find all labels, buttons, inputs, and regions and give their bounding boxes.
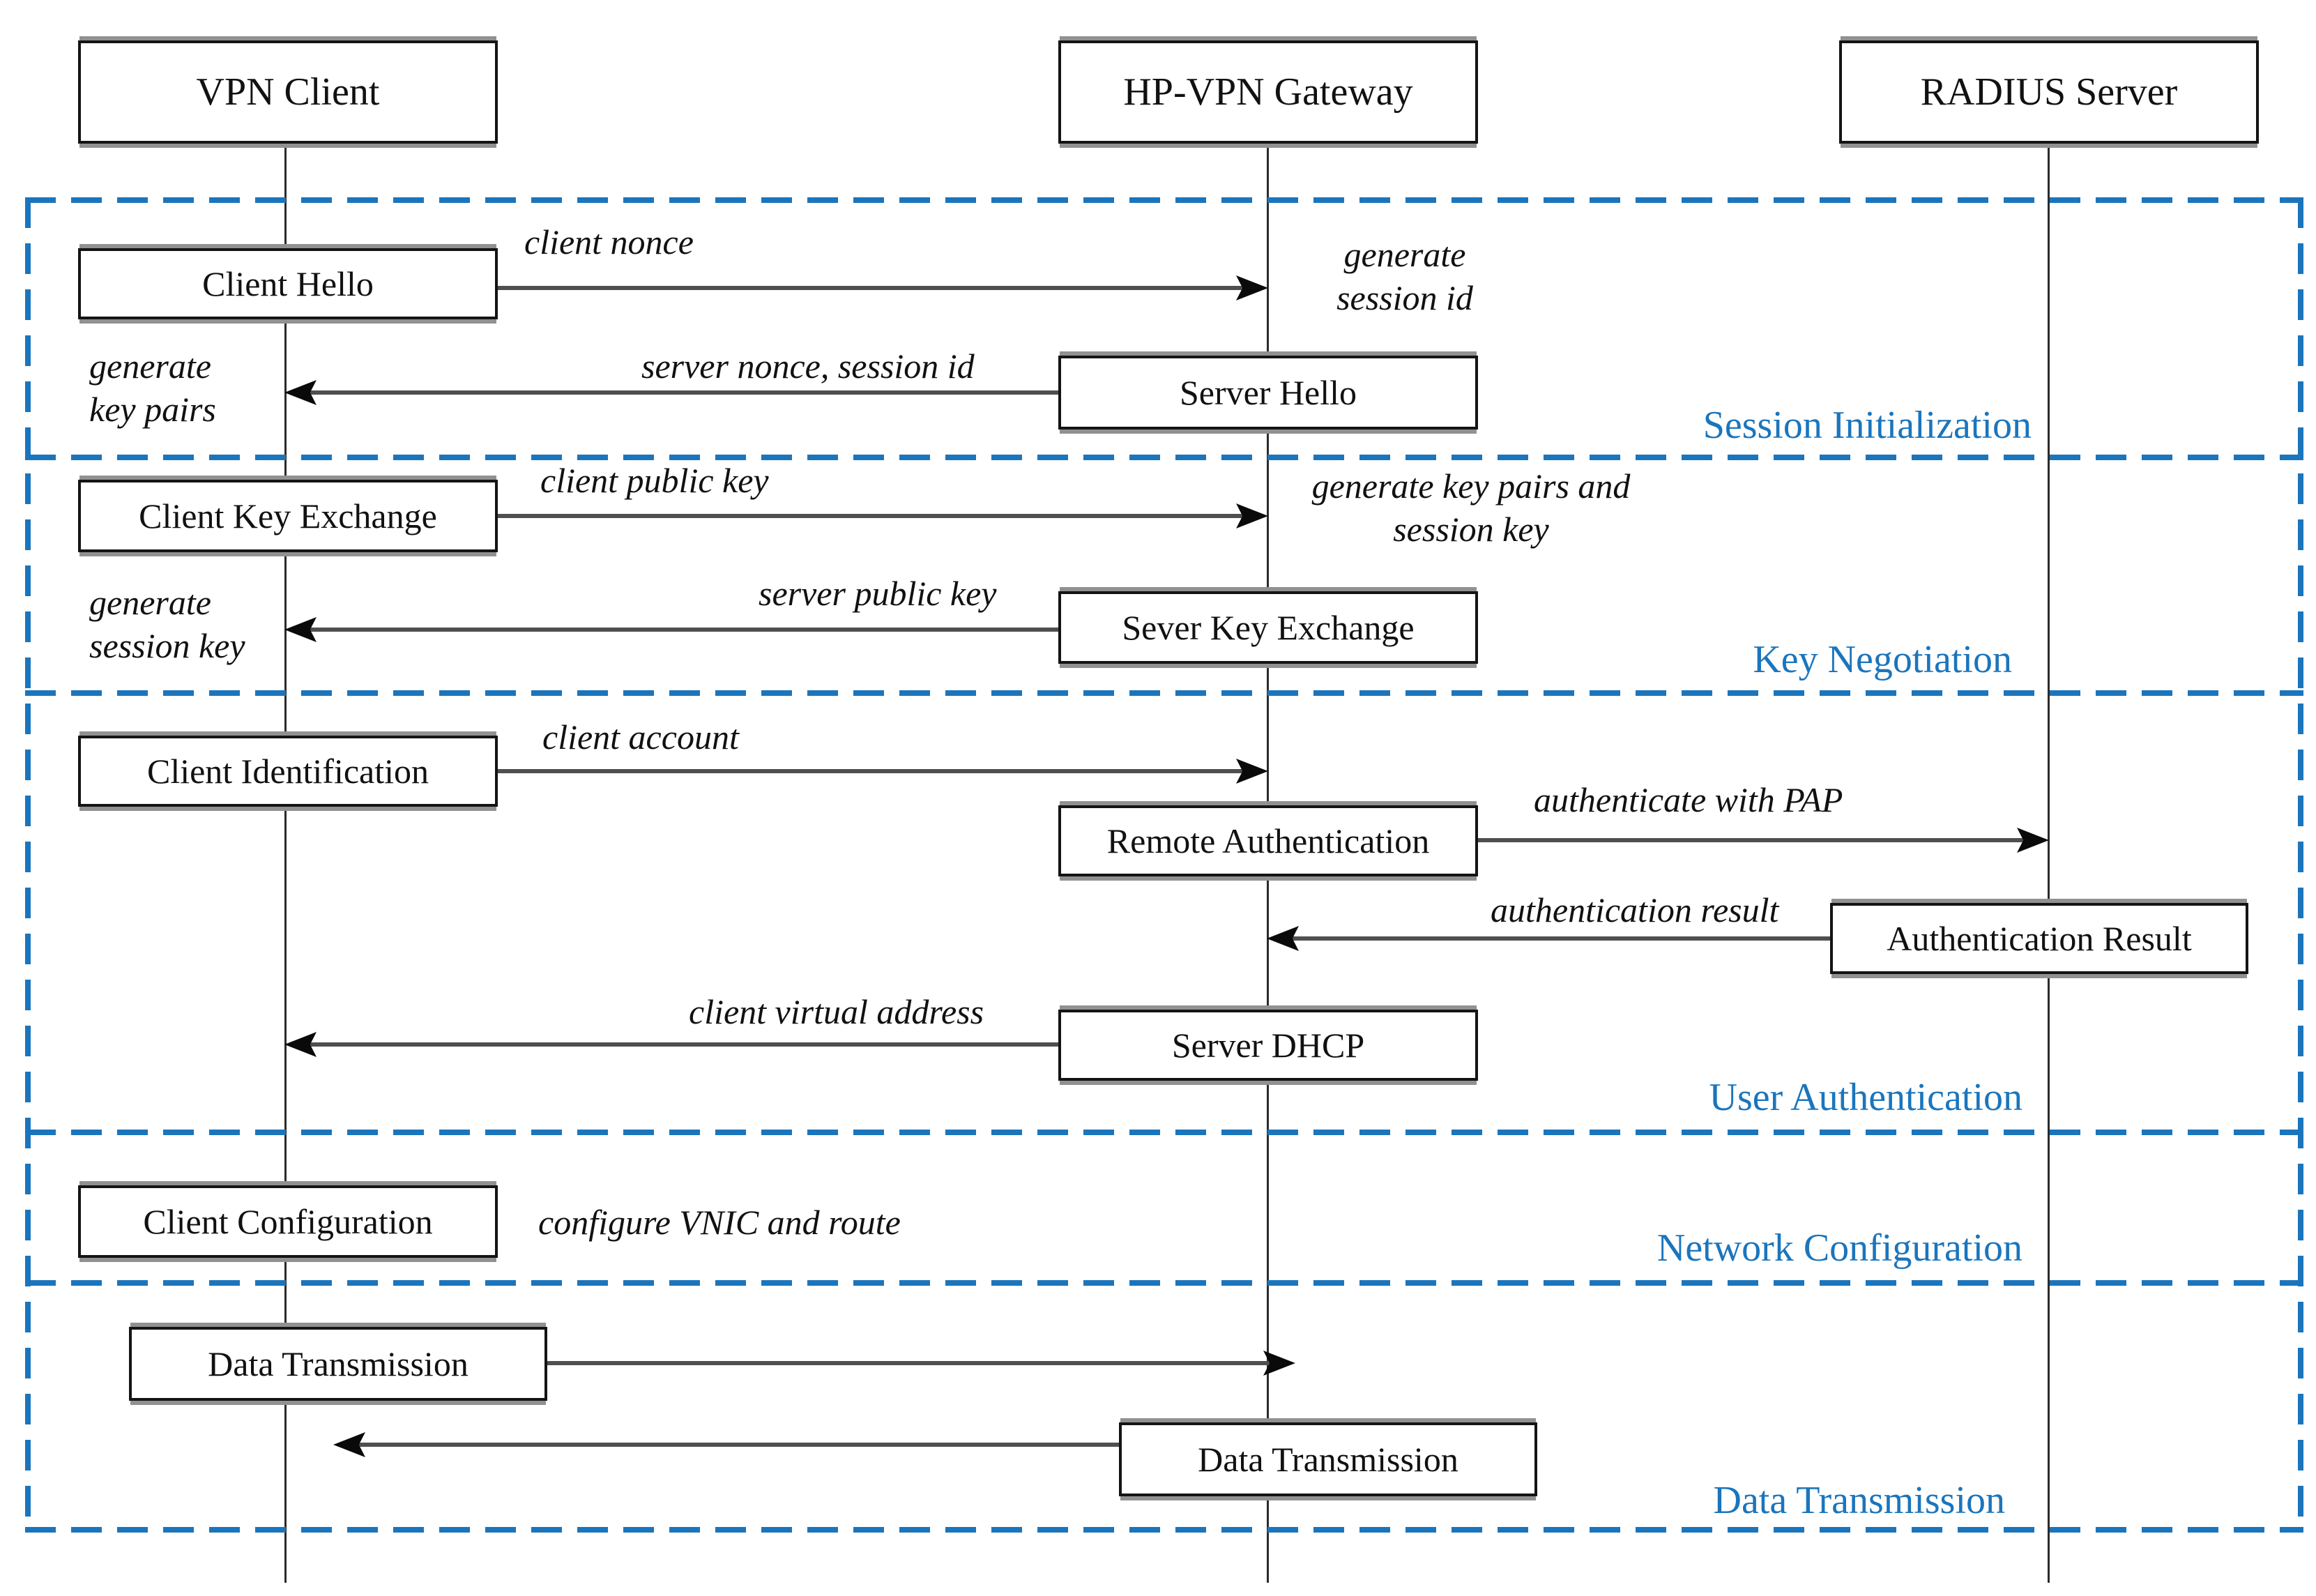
step-client-identification: Client Identification (78, 736, 498, 807)
arrow-shaft (1286, 936, 1830, 941)
phase-label-session-initialization: Session Initialization (1702, 404, 2032, 447)
actor-hp-vpn-gateway: HP-VPN Gateway (1058, 40, 1478, 144)
step-client-key-exchange: Client Key Exchange (78, 480, 498, 552)
phase-label-user-authentication: User Authentication (1709, 1076, 2022, 1119)
step-authentication-result: Authentication Result (1830, 903, 2248, 974)
message-authenticate-with-pap: authenticate with PAP (1534, 780, 1843, 819)
arrow-shaft (498, 286, 1249, 290)
arrow-shaft (1478, 838, 2029, 842)
message-server-public-key: server public key (759, 574, 997, 613)
note-generate-session-id: generate session id (1336, 235, 1473, 317)
phase-label-network-configuration: Network Configuration (1656, 1226, 2022, 1270)
note-generate-key-pairs: generate key pairs (89, 347, 216, 429)
actor-radius-server: RADIUS Server (1839, 40, 2259, 144)
band-line-user-network (25, 1130, 2303, 1135)
message-configure-vnic-and-route: configure VNIC and route (538, 1203, 901, 1242)
message-client-public-key: client public key (540, 461, 769, 500)
step-data-transmission-in: Data Transmission (1119, 1422, 1537, 1496)
step-server-hello: Server Hello (1058, 356, 1478, 430)
message-server-nonce-session-id: server nonce, session id (641, 347, 975, 386)
step-client-hello: Client Hello (78, 248, 498, 319)
lifeline-radius-server (2048, 143, 2050, 1583)
message-client-nonce: client nonce (524, 222, 694, 261)
band-line-key-user (25, 690, 2303, 696)
arrow-shaft (304, 390, 1058, 395)
arrow-shaft (304, 628, 1058, 632)
phase-label-data-transmission: Data Transmission (1713, 1479, 2006, 1522)
band-line-right (2298, 197, 2303, 1533)
band-line-session-key (25, 455, 2303, 460)
step-data-transmission-out: Data Transmission (129, 1327, 547, 1401)
band-line-bottom (25, 1527, 2303, 1533)
message-authentication-result: authentication result (1491, 890, 1779, 929)
arrow-shaft (304, 1042, 1058, 1047)
arrow-shaft (498, 769, 1249, 773)
step-client-configuration: Client Configuration (78, 1185, 498, 1258)
band-line-network-data (25, 1280, 2303, 1286)
band-line-left (25, 197, 31, 1533)
band-line-top (25, 197, 2303, 203)
arrow-shaft (353, 1443, 1119, 1447)
actor-vpn-client: VPN Client (78, 40, 498, 144)
phase-label-key-negotiation: Key Negotiation (1753, 638, 2012, 681)
step-sever-key-exchange: Sever Key Exchange (1058, 591, 1478, 664)
lifeline-vpn-client (284, 143, 287, 1583)
note-generate-key-pairs-and-session-key: generate key pairs and session key (1311, 466, 1631, 549)
message-client-account: client account (542, 717, 739, 757)
arrow-shaft (547, 1361, 1276, 1365)
step-server-dhcp: Server DHCP (1058, 1010, 1478, 1081)
step-remote-authentication: Remote Authentication (1058, 805, 1478, 876)
arrow-shaft (498, 514, 1249, 518)
message-client-virtual-address: client virtual address (689, 992, 984, 1031)
note-generate-session-key: generate session key (89, 583, 245, 665)
